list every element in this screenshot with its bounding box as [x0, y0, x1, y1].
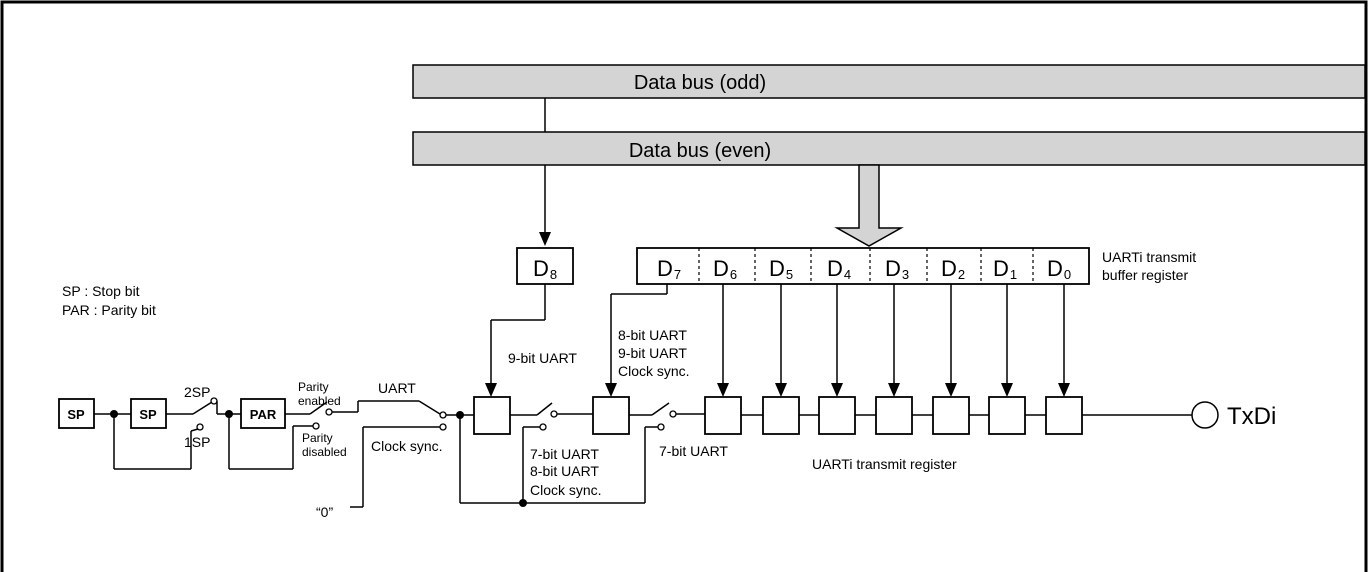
- transmit-register-label: UARTi transmit register: [812, 456, 957, 472]
- txdi-terminal: [1191, 401, 1219, 429]
- label-zero: “0”: [316, 504, 333, 520]
- tx-cell-3: [932, 396, 970, 435]
- svg-text:PAR: PAR: [250, 407, 277, 422]
- mode-a-2: 9-bit UART: [618, 345, 687, 361]
- tx-cell-8: [592, 396, 630, 435]
- buffer-hollow-arrow: [834, 164, 904, 247]
- parity-switch: [228, 400, 419, 470]
- tx-cell-4: [875, 396, 913, 435]
- d8-label: D8: [533, 256, 557, 282]
- parity-bit-block: PAR: [240, 398, 286, 429]
- legend-sp: SP : Stop bit: [62, 283, 140, 299]
- svg-text:SP: SP: [67, 407, 85, 422]
- stop-bit-block-2: SP: [130, 398, 167, 429]
- mode-switch-a: [510, 402, 593, 503]
- tx-cell-9: [473, 396, 511, 435]
- mode-b-1: 7-bit UART: [530, 446, 599, 462]
- stop-bit-block-1: SP: [58, 398, 95, 429]
- tx-cell-1: [1045, 396, 1083, 435]
- mode-a-3: Clock sync.: [618, 363, 690, 379]
- legend-par: PAR : Parity bit: [62, 302, 156, 318]
- parity-disabled-2: disabled: [302, 445, 347, 459]
- d8-bus-arrow: [539, 165, 551, 246]
- parity-enabled-2: enabled: [298, 394, 341, 408]
- bit-d2: D2: [941, 256, 965, 282]
- uart-clock-sync-switch: [350, 400, 474, 508]
- mode-switch-b: [629, 402, 705, 503]
- label-clock-sync: Clock sync.: [371, 438, 443, 454]
- transmit-buffer-register: D7 D6 D5 D4 D3 D2 D1 D0: [636, 247, 1090, 285]
- label-9bit-uart: 9-bit UART: [508, 350, 577, 366]
- d7-path: [605, 284, 668, 397]
- tx-cell-5: [818, 396, 856, 435]
- data-bus-even: Data bus (even): [412, 131, 1366, 166]
- data-bus-odd-label: Data bus (odd): [634, 72, 766, 94]
- bit-d1: D1: [993, 256, 1017, 282]
- transmit-register: [473, 396, 1192, 435]
- mode-a-1: 8-bit UART: [618, 327, 687, 343]
- txdi-label: TxDi: [1227, 403, 1276, 430]
- label-2sp: 2SP: [184, 384, 210, 400]
- bypass-wire: [459, 415, 645, 507]
- mode-b-3: Clock sync.: [530, 482, 602, 498]
- tx-cell-2: [988, 396, 1026, 435]
- bit-d7: D7: [657, 256, 681, 282]
- buffer-register-label-1: UARTi transmit: [1102, 249, 1196, 265]
- buffer-to-register-arrows: [717, 284, 1070, 397]
- bit-d0: D0: [1047, 256, 1071, 282]
- d8-path: [485, 284, 546, 397]
- bit-d3: D3: [885, 256, 909, 282]
- tx-cell-7: [704, 396, 742, 435]
- svg-text:SP: SP: [139, 407, 157, 422]
- data-bus-odd: Data bus (odd): [412, 64, 1366, 99]
- tx-cell-6: [762, 396, 800, 435]
- bit-d4: D4: [827, 256, 851, 282]
- bit-d6: D6: [713, 256, 737, 282]
- mode-b-2: 8-bit UART: [530, 463, 599, 479]
- label-7bit-uart: 7-bit UART: [659, 443, 728, 459]
- parity-disabled-1: Parity: [302, 431, 333, 445]
- label-1sp: 1SP: [184, 434, 210, 450]
- buffer-register-label-2: buffer register: [1102, 267, 1188, 283]
- label-uart: UART: [378, 380, 416, 396]
- bit-d5: D5: [769, 256, 793, 282]
- stop-bit-switch: [113, 397, 241, 470]
- parity-enabled-1: Parity: [298, 380, 329, 394]
- data-bus-even-label: Data bus (even): [629, 140, 771, 162]
- d8-cell: D8: [516, 247, 574, 285]
